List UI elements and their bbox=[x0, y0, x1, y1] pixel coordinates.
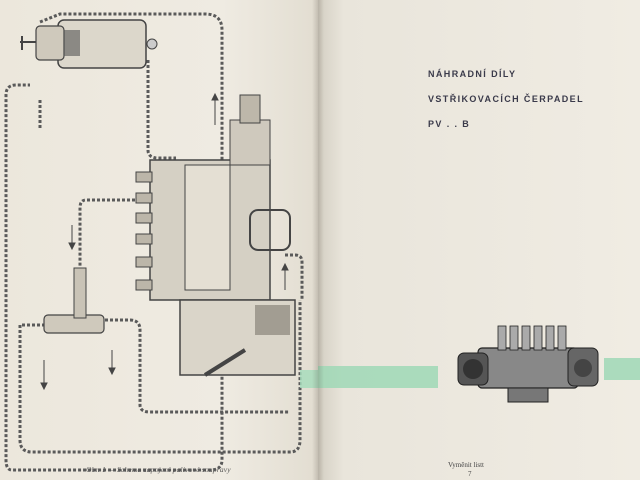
green-band-right bbox=[604, 358, 640, 380]
green-marker bbox=[300, 370, 318, 388]
title-line-2: VSTŘIKOVACÍCH ČERPADEL bbox=[428, 94, 584, 104]
figure-caption: Obr. 1 — Schema zapojení palivové soupra… bbox=[86, 465, 231, 474]
green-band-left bbox=[318, 366, 438, 388]
book-spine-shadow bbox=[312, 0, 324, 480]
page-number: 7 bbox=[468, 470, 472, 478]
footer-note: Vyměnit listt bbox=[448, 461, 484, 469]
title-line-3: PV . . B bbox=[428, 119, 471, 129]
injection-pump-body bbox=[149, 94, 296, 377]
lower-filter bbox=[43, 267, 105, 334]
left-page: Obr. 1 — Schema zapojení palivové soupra… bbox=[0, 0, 318, 480]
delivery-valves bbox=[135, 171, 153, 291]
injection-pump-illustration bbox=[457, 325, 599, 403]
document-title: NÁHRADNÍ DÍLY VSTŘIKOVACÍCH ČERPADEL PV … bbox=[428, 62, 584, 137]
upper-fuel-filter bbox=[20, 19, 158, 69]
right-page: NÁHRADNÍ DÍLY VSTŘIKOVACÍCH ČERPADEL PV … bbox=[318, 0, 640, 480]
title-line-1: NÁHRADNÍ DÍLY bbox=[428, 69, 517, 79]
fuel-system-schematic bbox=[4, 12, 304, 472]
